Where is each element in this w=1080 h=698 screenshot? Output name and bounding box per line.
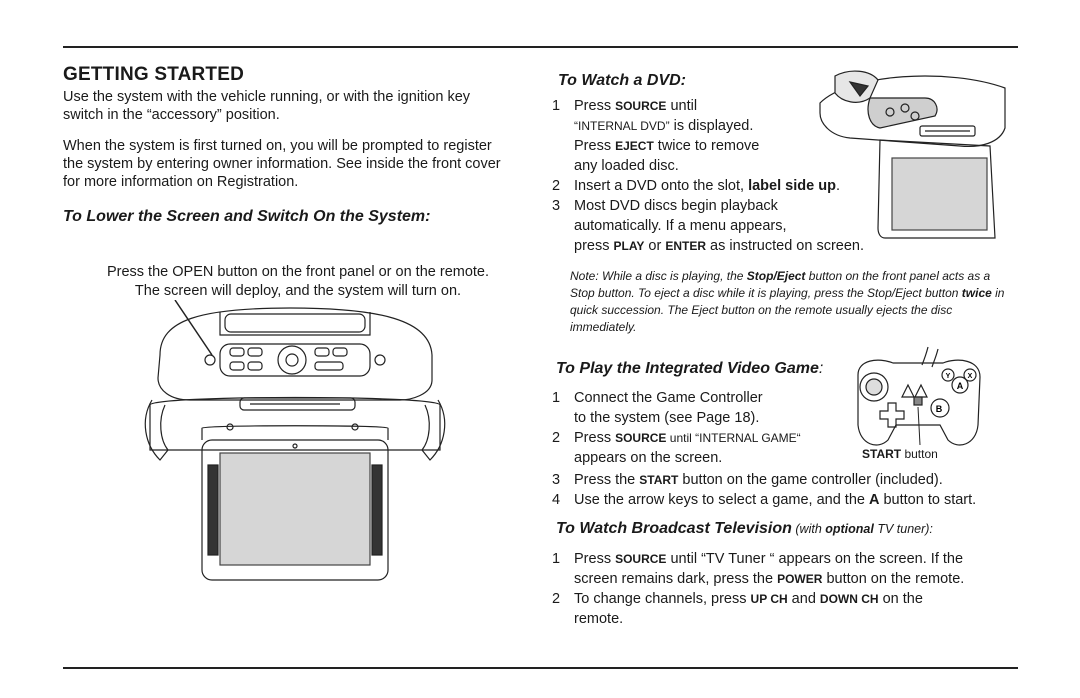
dvd-step-2-text-a: Insert a DVD onto the slot, [574, 178, 749, 194]
game-step-2-text-b: until “INTERNAL GAME“ [666, 431, 801, 445]
tv-step-2-text-a: To change channels, press [574, 591, 751, 607]
lower-screen-line-2: The screen will deploy, and the system w… [134, 283, 462, 299]
broadcast-tv-heading-text: To Watch Broadcast Television [556, 520, 792, 537]
tv-step-1-text-d: button on the remote. [822, 571, 965, 587]
game-step-1-text-b: to the system (see Page 18). [574, 410, 760, 426]
game-step-3: 3 Press the START button on the game con… [552, 470, 1022, 490]
lower-screen-line-1: Press the OPEN button on the front panel… [106, 264, 490, 280]
dvd-step-1-number: 1 [552, 98, 561, 114]
game-step-2-text-c: appears on the screen. [574, 450, 723, 466]
dvd-step-3-text-b: automatically. If a menu appears, [574, 218, 787, 234]
section-title: GETTING STARTED [63, 64, 245, 85]
broadcast-tv-steps: 1 Press SOURCE until “TV Tuner “ appears… [552, 549, 1022, 629]
game-step-2: 2 Press SOURCE until “INTERNAL GAME“ app… [552, 428, 852, 468]
dvd-step-1-text-e: twice to remove [653, 138, 760, 154]
game-step-4-text-a: Use the arrow keys to select a game, and… [574, 492, 869, 508]
tv-step-1-power: POWER [777, 572, 823, 586]
intro-paragraph-1: Use the system with the vehicle running,… [63, 89, 471, 123]
dvd-unit-illustration [819, 70, 1006, 239]
dvd-step-1-text-a: Press [574, 98, 616, 114]
dvd-step-1-text-d: Press [574, 138, 616, 154]
controller-button-x: X [968, 373, 973, 380]
game-step-4: 4 Use the arrow keys to select a game, a… [552, 490, 1022, 510]
video-game-heading-colon: : [818, 360, 824, 377]
game-step-4-text-b: button to start. [879, 492, 977, 508]
dvd-note-text-a: Note: While a disc is playing, the [570, 269, 747, 283]
controller-button-a: A [957, 381, 964, 391]
game-step-3-text-a: Press the [574, 472, 640, 488]
dvd-step-1-text-f: any loaded disc. [574, 158, 679, 174]
tv-step-1-text-c: screen remains dark, press the [574, 571, 778, 587]
dvd-note-text-c: in quick succession. The Eject button on… [570, 286, 1005, 334]
game-step-4-a-button: A [868, 492, 880, 508]
tv-step-2-text-c: on the [878, 591, 923, 607]
dvd-step-2-number: 2 [552, 178, 561, 194]
dvd-step-1-internal: “INTERNAL DVD” [574, 119, 670, 133]
broadcast-tv-sub-a: (with [791, 522, 826, 536]
dvd-step-3-text-d: or [644, 238, 666, 254]
game-step-3-number: 3 [552, 472, 561, 488]
dvd-step-3-number: 3 [552, 198, 561, 214]
video-game-heading: To Play the Integrated Video Game: [556, 360, 823, 378]
intro-paragraph-2: When the system is first turned on, you … [63, 138, 501, 190]
video-game-steps-b: 3 Press the START button on the game con… [552, 470, 1022, 510]
game-step-2-number: 2 [552, 430, 561, 446]
broadcast-tv-heading: To Watch Broadcast Television (with opti… [556, 520, 933, 538]
game-step-4-number: 4 [552, 492, 561, 508]
dvd-step-3-enter: ENTER [665, 239, 707, 253]
tv-step-2-text-d: remote. [574, 611, 624, 627]
tv-step-2-number: 2 [552, 591, 561, 607]
dvd-note-twice: twice [961, 286, 992, 300]
controller-button-y: Y [946, 373, 951, 380]
tv-step-1-text-a: Press [574, 551, 616, 567]
overhead-monitor-illustration [144, 300, 446, 581]
video-game-heading-text: To Play the Integrated Video Game [556, 360, 819, 377]
dvd-note-stop-eject: Stop/Eject [746, 269, 806, 283]
dvd-note: Note: While a disc is playing, the Stop/… [570, 268, 1018, 336]
dvd-step-3: 3 Most DVD discs begin playback automati… [552, 196, 892, 256]
dvd-step-1: 1 Press SOURCE until “INTERNAL DVD” is d… [552, 96, 892, 176]
dvd-step-1-eject: EJECT [615, 139, 654, 153]
dvd-step-2-bold: label side up [748, 178, 836, 194]
watch-dvd-heading: To Watch a DVD: [558, 72, 687, 89]
game-step-2-source: SOURCE [615, 431, 667, 445]
start-button-label-rest: button [901, 447, 938, 461]
lower-screen-heading: To Lower the Screen and Switch On the Sy… [63, 208, 431, 225]
game-step-1-text-a: Connect the Game Controller [574, 390, 763, 406]
tv-step-2-down-ch: DOWN CH [819, 592, 879, 606]
dvd-step-3-play: PLAY [613, 239, 645, 253]
game-step-1-number: 1 [552, 390, 561, 406]
tv-step-1-text-b: until “TV Tuner “ appears on the screen.… [666, 551, 964, 567]
tv-step-1-source: SOURCE [615, 552, 667, 566]
controller-button-b: B [936, 404, 943, 414]
bottom-rule [63, 667, 1018, 669]
dvd-note-text-b: button on the front panel acts as a Stop… [570, 269, 991, 300]
game-step-1: 1 Connect the Game Controller to the sys… [552, 388, 852, 428]
dvd-step-1-source: SOURCE [615, 99, 667, 113]
tv-step-1-number: 1 [552, 551, 561, 567]
game-controller-illustration: B A Y X [857, 346, 981, 446]
broadcast-tv-sub-b: TV tuner): [873, 522, 933, 536]
game-step-2-text-a: Press [574, 430, 616, 446]
game-step-3-start: START [639, 473, 679, 487]
video-game-steps-a: 1 Connect the Game Controller to the sys… [552, 388, 852, 468]
dvd-step-2-text-b: . [835, 178, 840, 194]
start-button-label: START button [862, 447, 938, 461]
watch-dvd-steps: 1 Press SOURCE until “INTERNAL DVD” is d… [552, 96, 892, 256]
dvd-step-2: 2 Insert a DVD onto the slot, label side… [552, 176, 892, 196]
dvd-step-3-text-a: Most DVD discs begin playback [574, 198, 778, 214]
game-step-3-text-b: button on the game controller (included)… [678, 472, 943, 488]
dvd-step-3-text-e: as instructed on screen. [706, 238, 865, 254]
top-rule [63, 46, 1018, 48]
broadcast-tv-sub-bold: optional [825, 522, 874, 536]
start-button-label-bold: START [862, 447, 902, 461]
dvd-step-3-text-c: press [574, 238, 614, 254]
dvd-step-1-text-c: is displayed. [669, 118, 754, 134]
dvd-step-1-text-b: until [666, 98, 698, 114]
tv-step-1: 1 Press SOURCE until “TV Tuner “ appears… [552, 549, 1022, 589]
tv-step-2: 2 To change channels, press UP CH and DO… [552, 589, 1022, 629]
tv-step-2-up-ch: UP CH [750, 592, 788, 606]
tv-step-2-text-b: and [787, 591, 820, 607]
